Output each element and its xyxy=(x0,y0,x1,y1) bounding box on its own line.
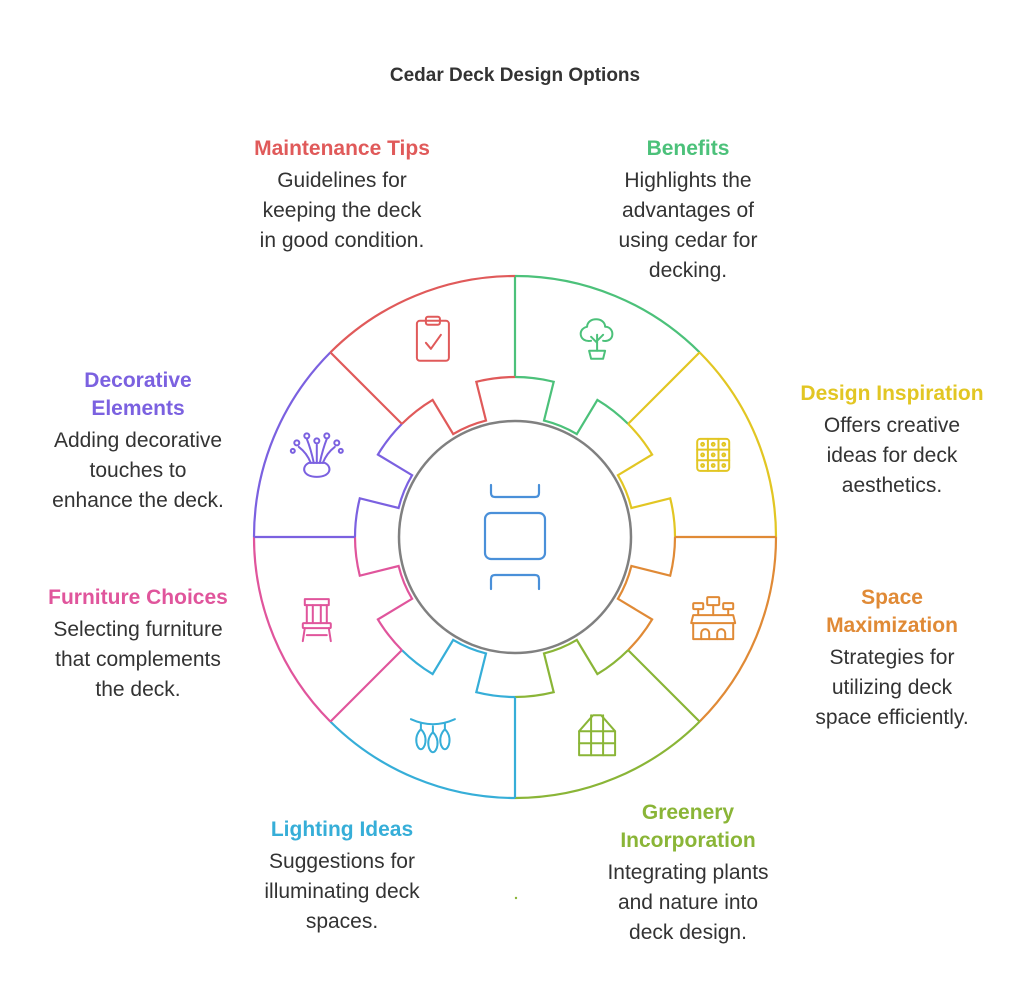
segment-title: Greenery xyxy=(642,801,735,824)
greenhouse-icon xyxy=(578,714,617,757)
tree-icon xyxy=(579,318,614,360)
segment-decorative-elements xyxy=(252,351,414,539)
segment-divider xyxy=(329,649,403,723)
segment-arc xyxy=(514,274,701,354)
segment-title: Elements xyxy=(91,397,184,420)
segment-inner-band xyxy=(514,375,629,436)
segment-title: Incorporation xyxy=(620,829,755,852)
segment-divider xyxy=(627,351,701,425)
segment-title: Space xyxy=(861,586,923,609)
segment-title: Furniture Choices xyxy=(48,586,228,609)
string-lights-icon xyxy=(409,718,456,754)
segment-description: enhance the deck. xyxy=(52,489,224,512)
segment-description: keeping the deck xyxy=(263,199,422,222)
segment-description: Adding decorative xyxy=(54,429,222,452)
segment-benefits xyxy=(513,274,701,436)
segment-description: advantages of xyxy=(622,199,754,222)
center-hub xyxy=(397,419,633,655)
building-icon xyxy=(690,596,737,641)
segment-description: illuminating deck xyxy=(264,880,420,903)
segment-description: deck design. xyxy=(629,921,747,944)
segment-inner-band xyxy=(401,638,516,699)
segment-space-maximization xyxy=(616,535,778,723)
vase-icon xyxy=(289,432,344,478)
dot-marker xyxy=(514,896,518,900)
segment-description: in good condition. xyxy=(260,229,425,252)
segment-description: ideas for deck xyxy=(827,444,958,467)
chair-icon xyxy=(301,598,332,643)
segment-furniture-choices xyxy=(252,536,414,723)
segment-description: utilizing deck xyxy=(832,676,953,699)
segment-inner-band xyxy=(514,638,629,699)
segment-arc xyxy=(698,351,778,538)
segment-description: aesthetics. xyxy=(842,474,942,497)
segment-arc xyxy=(329,274,516,354)
segment-inner-band xyxy=(401,375,516,436)
segment-inner-band xyxy=(616,536,677,651)
segment-arc xyxy=(698,536,778,723)
segment-title: Maintenance Tips xyxy=(254,137,430,160)
segment-arc xyxy=(514,720,701,800)
segment-divider xyxy=(329,351,403,425)
segment-description: decking. xyxy=(649,259,727,282)
segment-description: Strategies for xyxy=(830,646,955,669)
segment-description: Integrating plants xyxy=(607,861,768,884)
segment-design-inspiration xyxy=(616,351,778,538)
segment-description: touches to xyxy=(90,459,187,482)
segment-description: Selecting furniture xyxy=(53,618,222,641)
grid-icon xyxy=(696,437,731,472)
segment-description: that complements xyxy=(55,648,221,671)
segment-maintenance-tips xyxy=(329,274,516,436)
segment-description: Guidelines for xyxy=(277,169,407,192)
segment-description: Suggestions for xyxy=(269,850,415,873)
segment-title: Lighting Ideas xyxy=(271,818,413,841)
segment-divider xyxy=(627,649,701,723)
segment-inner-band xyxy=(616,423,677,538)
segment-description: Offers creative xyxy=(824,414,960,437)
segment-description: space efficiently. xyxy=(815,706,968,729)
segment-description: the deck. xyxy=(95,678,180,701)
segment-arc xyxy=(329,720,516,800)
segment-description: and nature into xyxy=(618,891,758,914)
page-title: Cedar Deck Design Options xyxy=(390,65,640,86)
segment-title: Benefits xyxy=(647,137,730,160)
segment-inner-band xyxy=(353,536,414,651)
segment-arc xyxy=(252,351,332,538)
segment-description: spaces. xyxy=(306,910,378,933)
segment-inner-band xyxy=(353,423,414,538)
segment-title: Decorative xyxy=(84,369,191,392)
segment-description: using cedar for xyxy=(619,229,758,252)
segment-title: Maximization xyxy=(826,614,958,637)
segment-arc xyxy=(252,536,332,723)
segment-title: Design Inspiration xyxy=(800,382,983,405)
wheel xyxy=(252,274,778,800)
cedar-deck-icon xyxy=(483,483,547,591)
clipboard-check-icon xyxy=(415,315,450,362)
segment-greenery-incorporation xyxy=(514,638,701,800)
segment-description: Highlights the xyxy=(624,169,751,192)
segment-lighting-ideas xyxy=(329,638,517,800)
